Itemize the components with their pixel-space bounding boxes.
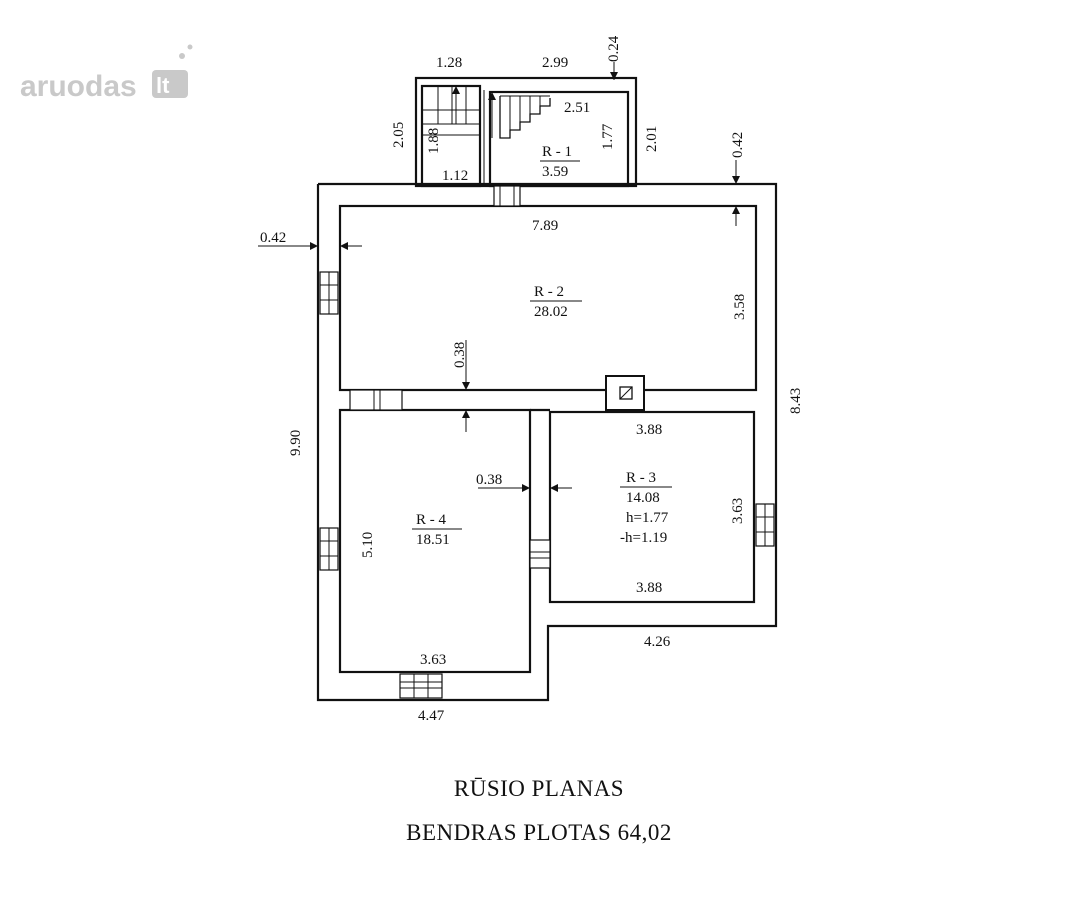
dim-label: 4.47 — [418, 708, 445, 724]
dim-label: 3.63 — [730, 498, 746, 524]
total-area: BENDRAS PLOTAS 64,02 — [406, 820, 672, 845]
openings — [319, 185, 775, 699]
dimension-leaders — [258, 62, 740, 492]
room-area: 14.08 — [626, 490, 660, 506]
dim-label: 3.88 — [636, 422, 662, 438]
dim-label: 2.01 — [644, 126, 660, 152]
dim-label: 1.28 — [436, 55, 462, 71]
dim-label: 3.58 — [732, 294, 748, 320]
watermark-logo: aruodas lt — [20, 44, 193, 103]
watermark-dot-icon — [179, 53, 185, 59]
dimension-labels: 1.28 2.99 0.24 2.05 1.88 1.12 2.51 1.77 … — [260, 35, 804, 724]
dim-label: 0.24 — [606, 35, 622, 62]
dim-label: 2.05 — [391, 122, 407, 148]
annex-walls — [414, 76, 638, 188]
dim-label: 3.63 — [420, 652, 446, 668]
room-labels: R - 1 3.59 R - 2 28.02 R - 3 14.08 h=1.7… — [412, 144, 672, 548]
room-area: 3.59 — [542, 164, 568, 180]
room-neg-height: -h=1.19 — [620, 530, 667, 546]
room-id: R - 4 — [416, 512, 447, 528]
dim-label: 0.42 — [730, 132, 746, 158]
dim-label: 1.88 — [426, 128, 442, 154]
room-height: h=1.77 — [626, 510, 669, 526]
dim-label: 1.12 — [442, 168, 468, 184]
main-walls — [316, 182, 778, 702]
room-id: R - 1 — [542, 144, 572, 160]
room-area: 28.02 — [534, 304, 568, 320]
dim-label: 7.89 — [532, 218, 558, 234]
dim-label: 0.38 — [452, 342, 468, 368]
watermark-tld: lt — [156, 73, 170, 98]
room-id: R - 2 — [534, 284, 564, 300]
watermark-brand: aruodas — [20, 70, 137, 103]
plan-title: RŪSIO PLANAS — [453, 776, 625, 801]
dim-label: 9.90 — [288, 430, 304, 456]
dim-label: 2.99 — [542, 55, 568, 71]
dim-label: 0.38 — [476, 472, 502, 488]
dim-label: 0.42 — [260, 230, 286, 246]
watermark-badge — [152, 70, 188, 98]
watermark-dot-icon — [187, 44, 193, 50]
dim-label: 5.10 — [360, 532, 376, 558]
room-id: R - 3 — [626, 470, 656, 486]
dim-label: 8.43 — [788, 388, 804, 414]
dim-label: 3.88 — [636, 580, 662, 596]
dim-label: 4.26 — [644, 634, 671, 650]
room-area: 18.51 — [416, 532, 450, 548]
dim-label: 2.51 — [564, 100, 590, 116]
dim-label: 1.77 — [600, 123, 616, 150]
